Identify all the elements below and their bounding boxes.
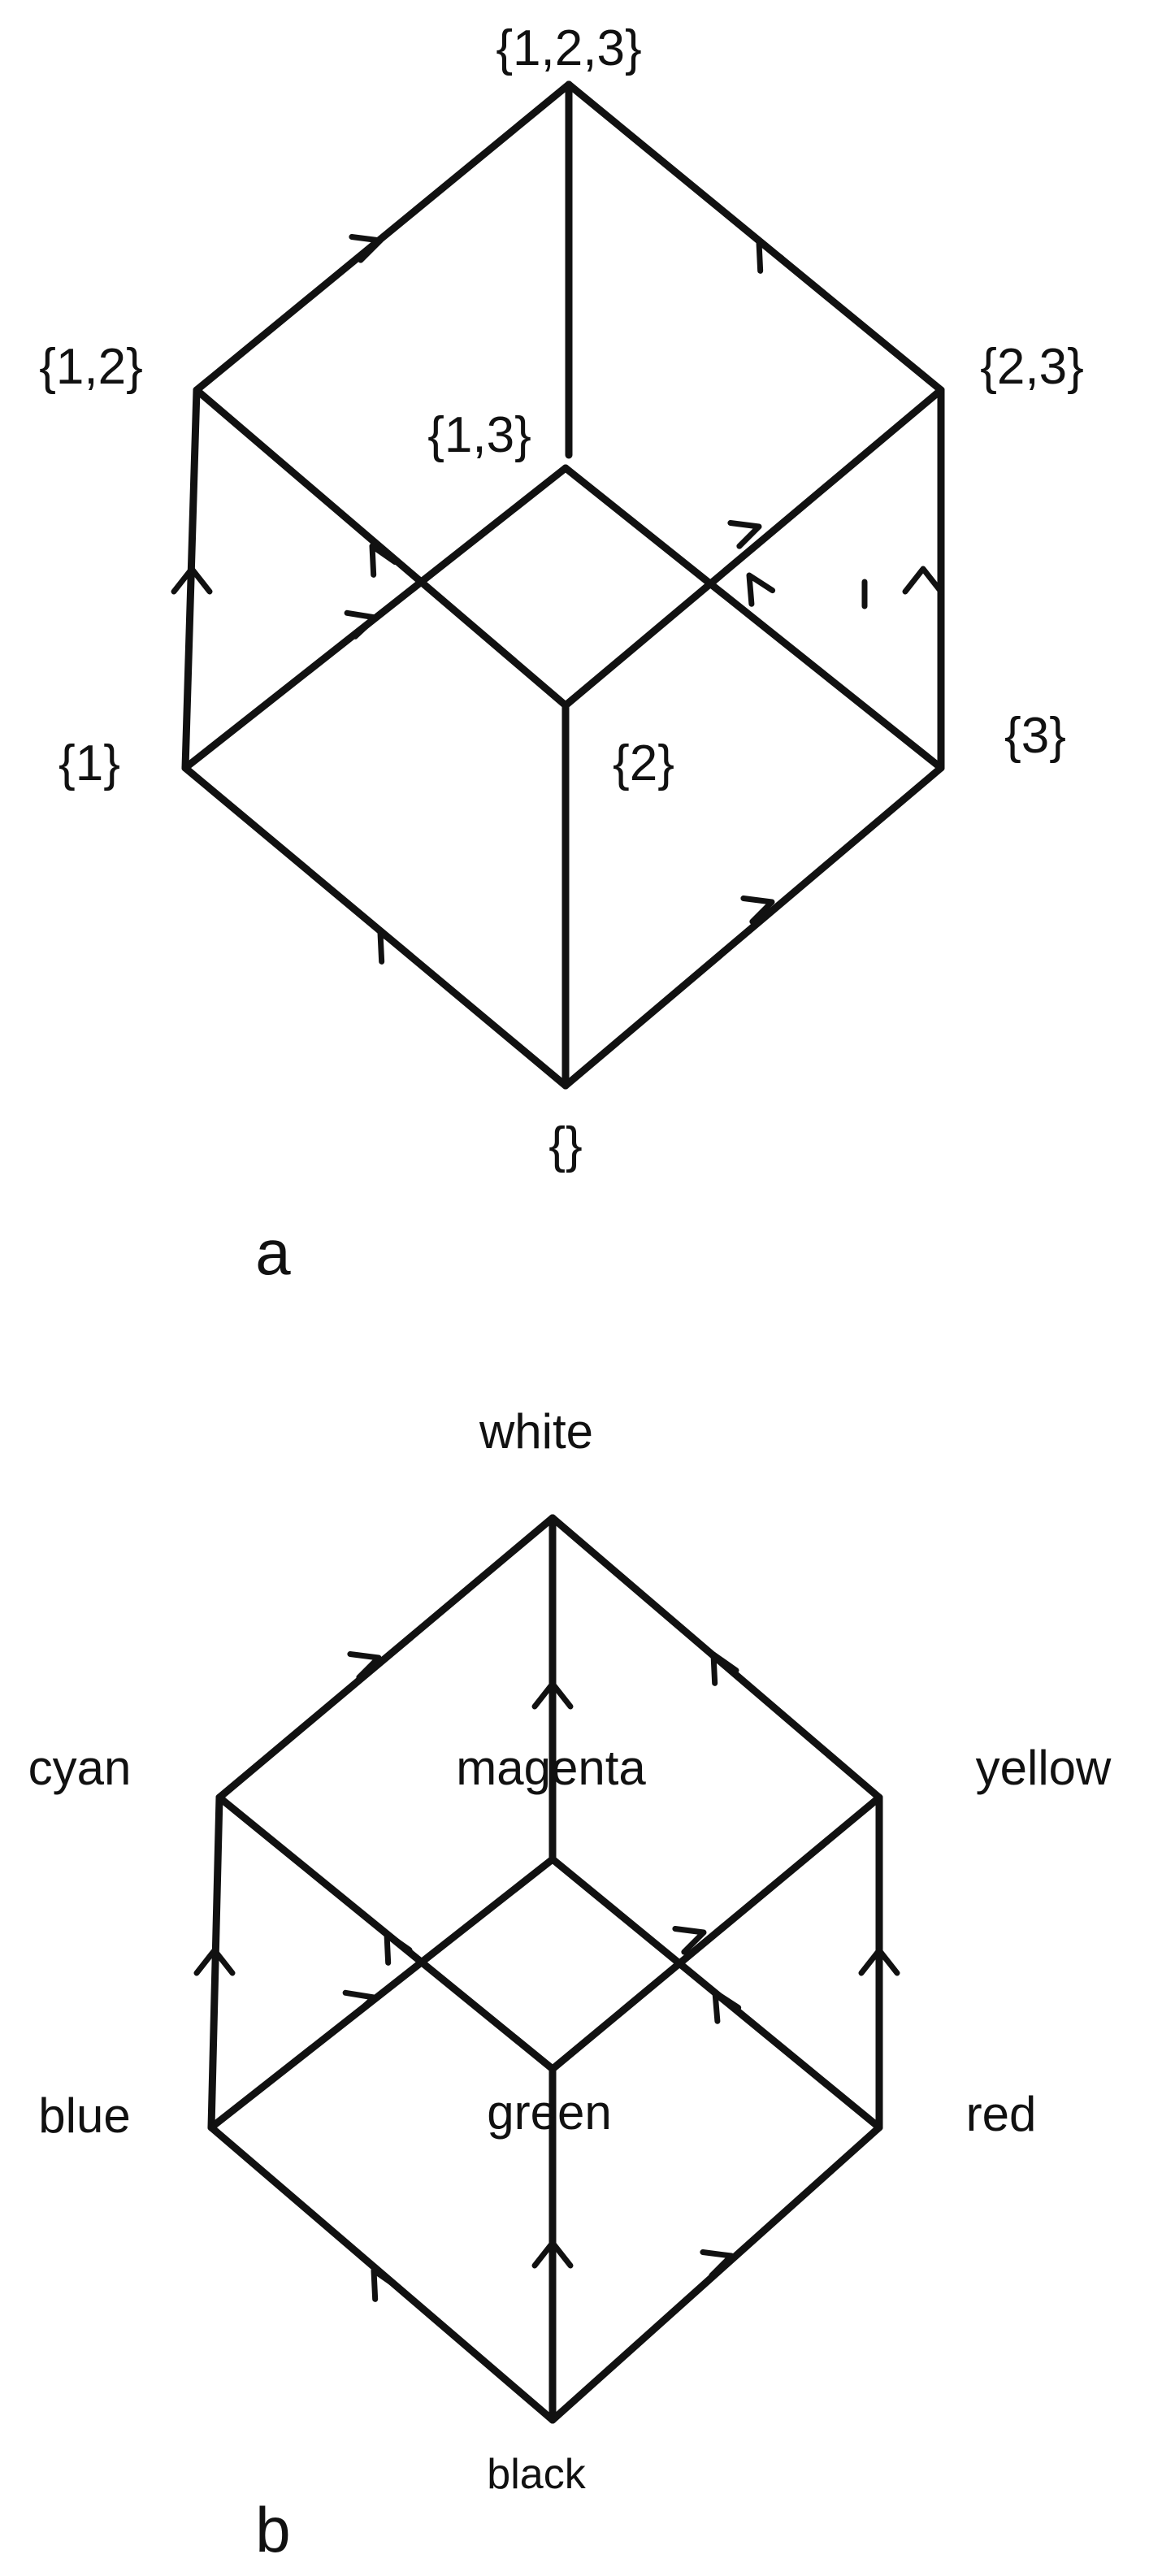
edge-upperright-top [565,80,945,394]
label-b-left: blue [38,2088,130,2143]
edge-left-upperleft [181,386,201,772]
edge-b-left-upperleft [207,1793,223,2131]
panel-a-labels: {1,2,3} {1,2} {2,3} {1,3} {1} {2} {3} {} [39,20,1084,1173]
arrow-a-center-upperright [727,520,762,549]
arrow-b-upperright-top [710,1651,739,1686]
edge-b-left-centerupper [207,1855,557,2131]
arrow-a-right-diag [746,572,776,607]
edge-upperleft-top [193,80,573,394]
arrow-b-left-vertical [193,1947,236,1976]
panel-b-arrows [193,1651,900,2302]
label-a-top: {1,2,3} [496,20,641,76]
arrow-b-bottom-center [531,2240,574,2269]
arrow-b-centerupper-top [531,1680,574,1710]
arrow-a-center-upperleft [369,543,398,578]
edge-b-upperleft-top [215,1514,557,1802]
arrow-a-bottom-right [740,896,775,925]
label-b-upper-right: yellow [976,1741,1112,1795]
panel-b-caption: b [255,2494,290,2565]
arrow-a-bottom-left [377,930,406,965]
label-b-bottom: black [487,2451,586,2498]
label-b-upper-left: cyan [28,1741,132,1795]
edge-centerlower-upperleft [193,386,570,709]
panel-b-edges [207,1514,883,2424]
label-b-right: red [966,2087,1037,2141]
arrow-b-bottom-right [700,2249,735,2279]
label-a-right: {3} [1004,708,1066,764]
label-a-left: {1} [59,735,120,791]
arrow-a-upperleft-top [349,234,384,263]
arrow-b-right-diag [712,1989,742,2024]
arrow-a-left-diag [344,609,379,640]
arrow-b-left-diag [342,1989,377,2019]
arrow-b-upperleft-top [347,1651,382,1680]
panel-a-edges [181,80,945,1090]
panel-b: white cyan yellow magenta blue green red… [28,1404,1112,2565]
label-a-center-upper: {1,3} [427,407,531,463]
panel-a-arrows [171,234,944,965]
label-a-bottom: {} [548,1117,582,1173]
edge-b-centerlower-upperright [548,1793,883,2073]
label-a-upper-left: {1,2} [39,339,143,395]
edge-bottom-left [181,764,570,1090]
panel-a: {1,2,3} {1,2} {2,3} {1,3} {1} {2} {3} {}… [39,20,1084,1288]
panel-b-labels: white cyan yellow magenta blue green red… [28,1404,1112,2498]
arrow-a-right-vertical [902,566,944,595]
arrow-b-center-upperright [672,1926,707,1955]
label-a-center-lower: {2} [613,735,674,791]
edge-centerlower-upperright [561,386,945,709]
panel-a-caption: a [255,1216,291,1288]
arrow-a-upperright-top [756,239,785,274]
label-b-top: white [479,1404,593,1459]
edge-bottom-right [561,764,945,1090]
arrow-b-right-vertical [858,1947,900,1976]
arrow-a-left-vertical [171,566,213,595]
label-a-upper-right: {2,3} [980,339,1084,395]
edge-right-centerupper [561,464,945,772]
arrow-b-bottom-left [371,2267,400,2302]
label-b-center-upper: magenta [456,1741,646,1795]
label-b-center-lower: green [487,2085,611,2140]
arrow-b-center-upperleft [384,1931,413,1966]
